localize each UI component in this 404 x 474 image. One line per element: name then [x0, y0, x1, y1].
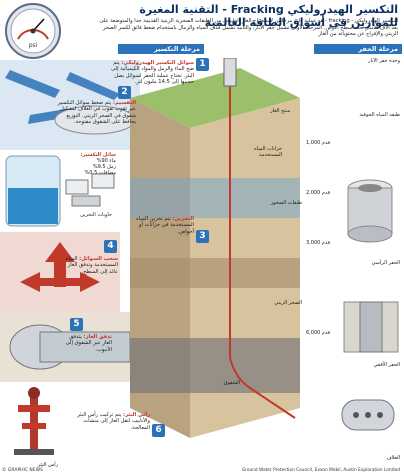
- fluid-row-water: ماء 90%: [96, 158, 116, 164]
- depth-aquifer: 1,000 قدم: [306, 140, 331, 146]
- fluid-beaker-icon: [5, 155, 61, 227]
- casing-pipe-icon: [347, 179, 393, 243]
- pressure-gauge-icon: psi: [5, 3, 61, 59]
- step-6-title: رأس البئر:: [123, 412, 150, 418]
- gauge-label: psi: [29, 42, 38, 49]
- step-6-number: 6: [152, 424, 165, 437]
- label-shale: الصخر الزيتي: [274, 300, 302, 306]
- note-casing: الغلاف: [386, 455, 401, 461]
- step-4-body: المياه المستخدمة وتدفق الغاز عائد إلى ال…: [65, 256, 118, 275]
- intro-text: التكسير الهيدروليكي - fracking - هو عملي…: [99, 18, 398, 38]
- credit: © GRAPHIC NEWS: [2, 468, 43, 473]
- label-wellhead: رأس البئر: [37, 462, 58, 468]
- step-2-body: يتم ضغط سوائل التكسير عبر ثقوب ثقوب في ا…: [57, 100, 136, 125]
- step-4-number: 4: [104, 240, 117, 253]
- wellhead-icon: [14, 387, 54, 455]
- label-fractures: الشقوق: [223, 380, 240, 386]
- step-6-body: يتم تركيب رأس البئر والأنابيب لنقل الغاز…: [77, 412, 150, 431]
- step-1-body: يتم ضخ الماء والرمل والمواد الكيميائية إ…: [111, 60, 194, 85]
- label-water-tanks: خزانات المياه المستخدمة: [254, 146, 282, 158]
- step-5-title: تدفق الغاز:: [83, 334, 113, 340]
- step-6-text: رأس البئر: يتم تركيب رأس البئر والأنابيب…: [70, 412, 150, 431]
- step-5-text: تدفق الغاز: يتدفق الغاز عبر الشقوق إلى ا…: [62, 334, 112, 353]
- source: Ground Water Protection Council, Exxon M…: [241, 468, 400, 473]
- step-5-body: يتدفق الغاز عبر الشقوق إلى الأنبوب.: [65, 334, 112, 353]
- step-2-text: التقسيم: يتم ضغط سوائل التكسير عبر ثقوب …: [56, 100, 136, 125]
- fluid-breakdown: سائل التكسير: ماء 90% رمل 9.5% مضافات 0.…: [68, 152, 116, 176]
- step-3-title: التخزين:: [172, 216, 195, 222]
- depth-6000: 6,000 قدم: [306, 330, 331, 336]
- step-1-number: 1: [196, 58, 209, 71]
- step-1-title: سوائل التكسير الهيدروليكي:: [121, 60, 194, 66]
- step-3-number: 3: [196, 230, 209, 243]
- page-title: التكسير الهيدروليكي Fracking - التقنية ا…: [139, 3, 398, 29]
- depth-2000: 2,000 قدم: [306, 190, 331, 196]
- step-2-number: 2: [118, 86, 131, 99]
- note-vertical: الحفر الرأسي: [371, 260, 400, 266]
- flow-arrows-illustration: [0, 232, 120, 312]
- fluid-row-sand: رمل 9.5%: [92, 164, 116, 170]
- pipe-cutaway-illustration: [0, 312, 135, 382]
- note-horizontal: الحفر الأفقي: [373, 362, 400, 368]
- section-drilling: مرحلة الحفر: [314, 44, 402, 54]
- perforated-casing-icon: [341, 399, 395, 431]
- ground-cross-section: [130, 58, 300, 438]
- step-4-text: سحب السوائل: المياه المستخدمة وتدفق الغا…: [62, 256, 118, 275]
- section-fracking: مرحلة التكسير الهيدروليكي: [118, 44, 204, 63]
- step-1-text: سوائل التكسير الهيدروليكي: يتم ضخ الماء …: [110, 60, 194, 85]
- step-2-title: التقسيم:: [112, 100, 136, 106]
- step-3-text: التخزين: يتم تخزين المياه المستخدمة في خ…: [124, 216, 194, 235]
- step-3-body: يتم تخزين المياه المستخدمة في خزانات أو …: [136, 216, 194, 235]
- storage-tanks-icon: [65, 173, 115, 207]
- note-aquifer: طبقة المياه الجوفية: [359, 112, 400, 118]
- label-rock-layers: طبقات الصخور: [270, 200, 302, 206]
- step-5-number: 5: [70, 318, 83, 331]
- cement-layer-icon: [343, 301, 399, 353]
- fracture-illustration: [0, 60, 140, 150]
- label-gas-plant: منتج الغاز: [270, 108, 290, 114]
- label-storage: حاويات التخزين: [80, 212, 112, 218]
- fluid-title: سائل التكسير:: [80, 152, 116, 158]
- note-rig: وحدة حفر الآبار: [368, 58, 400, 64]
- step-4-title: سحب السوائل:: [79, 256, 118, 262]
- fluid-row-additives: مضافات 0.5%: [84, 170, 116, 176]
- depth-3000: 3,000 قدم: [306, 240, 331, 246]
